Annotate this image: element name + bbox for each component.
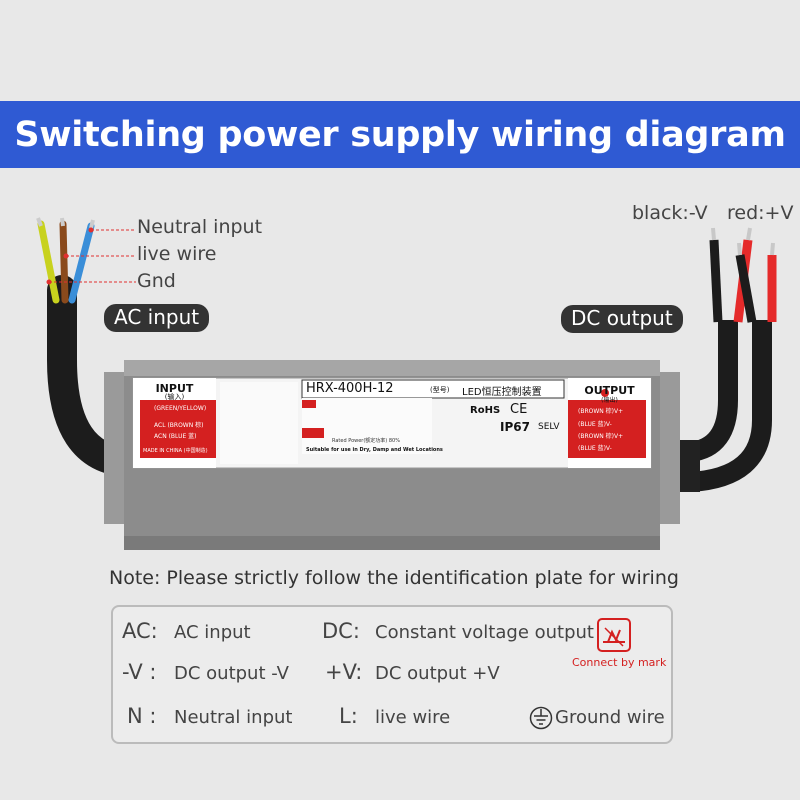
label-black-minus-v: black:-V xyxy=(632,202,708,224)
legend-l-key: L: xyxy=(339,704,358,728)
plate-model-desc: LED恒压控制装置 xyxy=(462,387,542,398)
connect-by-mark-icon xyxy=(597,618,631,652)
dc-cable-1 xyxy=(688,320,738,462)
plate-selv: SELV xyxy=(538,422,560,432)
ac-input-badge: AC input xyxy=(104,304,210,332)
plate-output-row-1: (BROWN 棕)V+ xyxy=(578,408,624,415)
legend-n-key: N : xyxy=(127,704,157,728)
label-gnd: Gnd xyxy=(137,270,176,292)
page-title: Switching power supply wiring diagram xyxy=(14,114,786,155)
legend-mark-label: Connect by mark xyxy=(572,656,667,669)
legend-dc-key: DC: xyxy=(322,619,360,643)
plate-rated: Rated Power(额定功率) 80% xyxy=(332,438,400,444)
label-neutral-input: Neutral input xyxy=(137,216,263,238)
plate-input-row-1: (GREEN/YELLOW) xyxy=(154,405,207,412)
plate-output-sub: (输出) xyxy=(601,397,618,404)
label-live-wire: live wire xyxy=(137,243,217,265)
plate-made-in: MADE IN CHINA (中国制造) xyxy=(143,448,208,454)
wire-green-yellow xyxy=(37,220,60,304)
ground-icon xyxy=(529,706,553,730)
dc-output-badge: DC output xyxy=(561,305,683,333)
dc-cable-2 xyxy=(689,320,772,492)
wire-blue xyxy=(68,222,95,304)
legend-plus-v-value: DC output +V xyxy=(375,663,500,684)
legend-minus-v-value: DC output -V xyxy=(174,663,289,684)
legend-ac-key: AC: xyxy=(122,619,158,643)
title-banner: Switching power supply wiring diagram xyxy=(0,101,800,168)
plate-model: HRX-400H-12 xyxy=(306,381,394,396)
legend-ground-value: Ground wire xyxy=(555,707,665,728)
plate-input-row-3: ACN (BLUE 蓝) xyxy=(154,433,197,440)
plate-rohs: RoHS xyxy=(470,405,501,416)
plate-input-row-2: ACL (BROWN 棕) xyxy=(154,422,204,429)
legend-l-value: live wire xyxy=(375,707,451,728)
plate-model-suffix: (型号) xyxy=(430,386,450,394)
plate-output-row-4: (BLUE 蓝)V- xyxy=(578,445,612,452)
wiring-note: Note: Please strictly follow the identif… xyxy=(109,567,679,589)
plate-input-title: INPUT xyxy=(155,382,194,395)
plate-ip: IP67 xyxy=(500,420,530,434)
plate-output-title: OUTPUT xyxy=(584,384,635,397)
power-supply-unit xyxy=(104,360,680,550)
plate-suitable: Suitable for use in Dry, Damp and Wet Lo… xyxy=(306,447,443,453)
legend-ac-value: AC input xyxy=(174,622,251,643)
legend-plus-v-key: +V: xyxy=(325,660,363,684)
plate-output-row-2: (BLUE 蓝)V- xyxy=(578,421,612,428)
label-red-plus-v: red:+V xyxy=(727,202,794,224)
legend-n-value: Neutral input xyxy=(174,707,293,728)
legend-minus-v-key: -V : xyxy=(122,660,157,684)
plate-ce: CE xyxy=(510,402,528,417)
wire-brown xyxy=(59,220,69,304)
legend-box: AC: AC input DC: Constant voltage output… xyxy=(111,605,673,744)
plate-output-row-3: (BROWN 棕)V+ xyxy=(578,433,624,440)
legend-dc-value: Constant voltage output xyxy=(375,622,594,643)
plate-input-sub: (输入) xyxy=(164,393,185,401)
